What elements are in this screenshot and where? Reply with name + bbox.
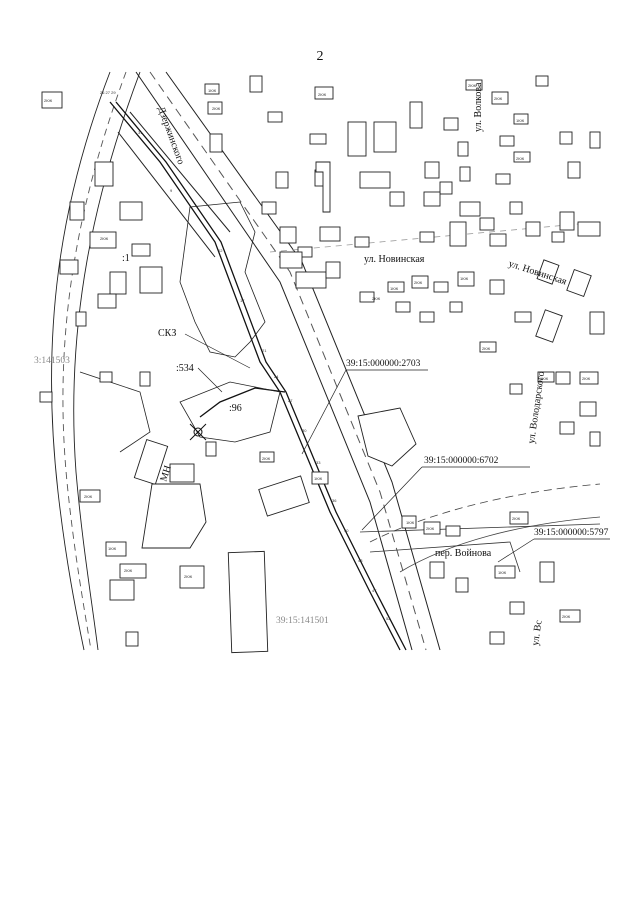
svg-text:1КЖ: 1КЖ — [208, 88, 217, 93]
svg-text:2КЖ: 2КЖ — [562, 614, 571, 619]
svg-text:36: 36 — [332, 498, 337, 503]
svg-text:1КЖ: 1КЖ — [516, 118, 525, 123]
svg-text:2КЖ: 2КЖ — [512, 516, 521, 521]
svg-text:1КЖ: 1КЖ — [314, 476, 323, 481]
label-96: :96 — [229, 403, 242, 414]
svg-text:30: 30 — [302, 428, 307, 433]
pipeline-markers: 12 17 21 24 27 30 33 36 40 43 47 52 26 27 29 31 9 — [100, 90, 391, 621]
novinskaya-road — [269, 221, 601, 573]
label-mn: МН — [158, 464, 173, 483]
svg-text:1КЖ: 1КЖ — [460, 276, 469, 281]
street-volodarskogo: ул. Володарского — [526, 371, 547, 445]
cadastral-5797: 39:15:000000:5797 — [534, 528, 609, 538]
svg-text:2КЖ: 2КЖ — [44, 98, 53, 103]
svg-text:2КЖ: 2КЖ — [124, 568, 133, 573]
svg-text:1КЖ: 1КЖ — [390, 286, 399, 291]
svg-text:33: 33 — [316, 460, 321, 465]
label-1: :1 — [122, 253, 130, 264]
svg-text:17: 17 — [240, 298, 245, 303]
svg-text:2КЖ: 2КЖ — [372, 296, 381, 301]
svg-text:2КЖ: 2КЖ — [100, 236, 109, 241]
svg-text:31: 31 — [138, 130, 143, 135]
svg-text:2КЖ: 2КЖ — [482, 346, 491, 351]
street-v-cut: ул. Вс — [530, 619, 545, 646]
street-novinskaya-1: ул. Новинская — [364, 254, 425, 265]
street-voynova: пер. Войнова — [435, 548, 492, 559]
label-534: :534 — [176, 363, 194, 374]
svg-text:12: 12 — [218, 248, 223, 253]
svg-text:2КЖ: 2КЖ — [516, 156, 525, 161]
quarter-bottom: 39:15:141501 — [276, 616, 329, 626]
cadastral-6702: 39:15:000000:6702 — [424, 456, 499, 466]
svg-text:9: 9 — [170, 188, 173, 193]
svg-text:26 27 29: 26 27 29 — [100, 90, 116, 95]
svg-text:2КЖ: 2КЖ — [582, 376, 591, 381]
svg-text:2КЖ: 2КЖ — [318, 92, 327, 97]
svg-text:2КЖ: 2КЖ — [212, 106, 221, 111]
svg-text:2КЖ: 2КЖ — [414, 280, 423, 285]
main-road — [117, 71, 441, 651]
quarter-left: 3:141503 — [34, 356, 70, 366]
buildings — [39, 75, 605, 654]
svg-text:43: 43 — [358, 558, 363, 563]
page-number: 2 — [316, 49, 324, 64]
svg-text:1КЖ: 1КЖ — [540, 376, 549, 381]
street-dzerzhinskogo: Дзержинского — [155, 105, 186, 166]
svg-text:2КЖ: 2КЖ — [426, 526, 435, 531]
svg-text:2КЖ: 2КЖ — [262, 456, 271, 461]
right-curve-road — [369, 483, 601, 573]
svg-text:1КЖ: 1КЖ — [406, 520, 415, 525]
svg-text:40: 40 — [344, 528, 349, 533]
svg-text:1КЖ: 1КЖ — [498, 570, 507, 575]
cadastral-2703: 39:15:000000:2703 — [346, 359, 421, 369]
svg-text:47: 47 — [372, 588, 377, 593]
label-skz: СКЗ — [158, 328, 176, 339]
svg-text:2КЖ: 2КЖ — [494, 96, 503, 101]
street-novinskaya-2: ул. Новинская — [507, 258, 568, 287]
leader-lines — [184, 333, 610, 563]
svg-text:52: 52 — [386, 616, 391, 621]
svg-text:21: 21 — [262, 348, 267, 353]
svg-text:1КЖ: 1КЖ — [108, 546, 117, 551]
svg-text:2КЖ: 2КЖ — [84, 494, 93, 499]
skz-symbol-icon — [189, 423, 207, 441]
svg-text:27: 27 — [288, 398, 293, 403]
svg-text:2КЖ: 2КЖ — [184, 574, 193, 579]
svg-text:2КЖ: 2КЖ — [468, 83, 477, 88]
cadastral-map: 12 17 21 24 27 30 33 36 40 43 47 52 26 27 29 31 9 — [34, 71, 610, 654]
svg-text:24: 24 — [274, 374, 279, 379]
street-volkova: ул. Волкова — [473, 82, 484, 132]
